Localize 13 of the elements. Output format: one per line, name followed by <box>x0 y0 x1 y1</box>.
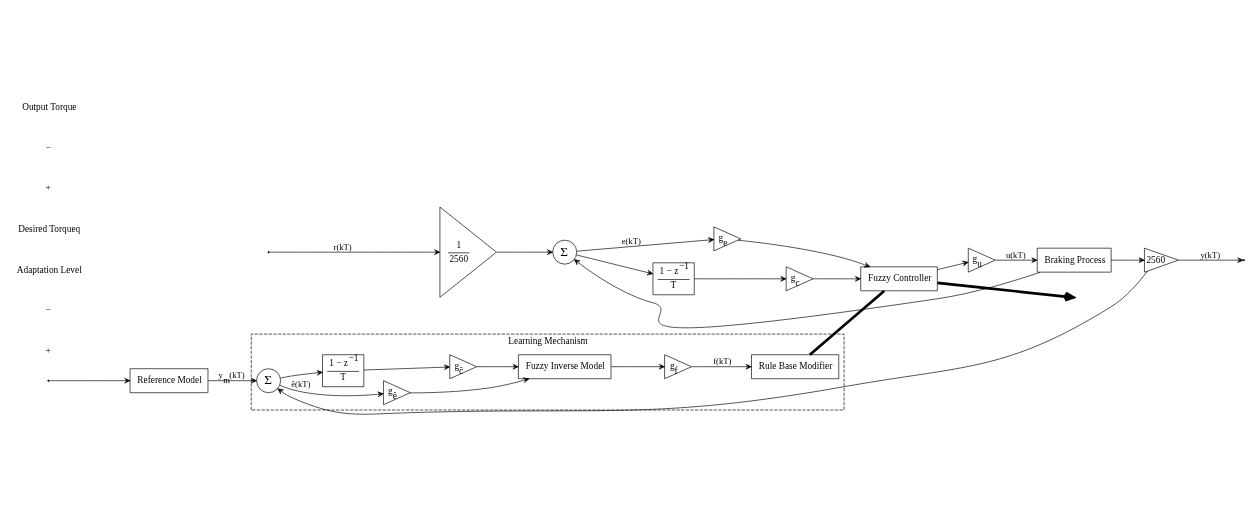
label: − <box>45 142 51 153</box>
edge-label: e(kT) <box>621 235 641 246</box>
label: + <box>45 182 51 193</box>
label: Output Torque <box>22 101 77 112</box>
edge-label: f(kT) <box>713 355 732 366</box>
label: Desired Torqueq <box>18 223 81 234</box>
edge-label: r(kT) <box>333 241 352 252</box>
label: − <box>45 304 51 315</box>
edge-label: ê(kT) <box>291 378 311 389</box>
edge-label: y(kT) <box>1200 249 1221 260</box>
label: Adaptation Level <box>16 264 82 275</box>
label: + <box>45 345 51 356</box>
edge-label: u(kT) <box>1005 249 1026 260</box>
